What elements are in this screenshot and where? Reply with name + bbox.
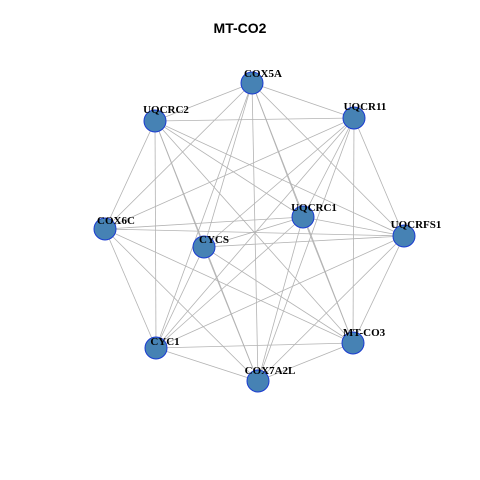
edge-uqcr11-cox6c: [104, 117, 355, 230]
edge-uqcrc1-mt-co3: [302, 216, 354, 344]
edge-cox6c-mt-co3: [104, 228, 354, 344]
edge-mt-co3-cox7a2l: [257, 342, 354, 382]
node-uqcr11: [342, 106, 366, 130]
edge-cox5a-cox7a2l: [251, 82, 259, 382]
edge-uqcrc1-cycs: [203, 216, 304, 248]
node-label-cox6c: COX6C: [97, 215, 135, 227]
edge-uqcr11-cox7a2l: [257, 117, 355, 382]
edge-uqcr11-uqcrfs1: [353, 117, 405, 237]
edge-uqcrc1-uqcrfs1: [302, 216, 405, 237]
node-cox7a2l: [246, 369, 270, 393]
edge-cox5a-uqcrc1: [251, 82, 304, 218]
edge-cycs-cyc1: [155, 246, 205, 349]
edge-uqcrfs1-mt-co3: [352, 235, 405, 344]
edge-uqcr11-mt-co3: [352, 117, 355, 344]
edge-uqcr11-cyc1: [155, 117, 355, 349]
edge-uqcr11-uqcrc1: [302, 117, 355, 218]
plot-title: MT-CO2: [213, 20, 267, 36]
node-label-cox5a: COX5A: [244, 68, 282, 80]
node-label-cycs: CYCS: [199, 234, 229, 246]
edge-layer: [104, 82, 405, 382]
node-cyc1: [144, 336, 168, 360]
edge-uqcrc2-cox6c: [104, 120, 156, 230]
edge-uqcrc2-cycs: [154, 120, 205, 248]
node-label-uqcrfs1: UQCRFS1: [391, 219, 442, 231]
edge-cycs-uqcrfs1: [203, 235, 405, 248]
edge-uqcrc1-cyc1: [155, 216, 304, 349]
edge-cycs-mt-co3: [203, 246, 354, 344]
node-uqcrfs1: [392, 224, 416, 248]
edge-uqcrc1-cox7a2l: [257, 216, 304, 382]
node-label-mt-co3: MT-CO3: [343, 327, 386, 339]
node-cox5a: [240, 71, 264, 95]
edge-mt-co3-cyc1: [155, 342, 354, 349]
edge-uqcrc2-uqcrfs1: [154, 120, 405, 237]
edge-cox5a-cox6c: [104, 82, 253, 230]
node-uqcrc1: [291, 205, 315, 229]
edge-cox5a-cyc1: [155, 82, 253, 349]
edge-cox5a-uqcrc2: [154, 82, 253, 122]
edge-uqcrc2-uqcr11: [154, 117, 355, 122]
edge-cyc1-cox7a2l: [155, 347, 259, 382]
edge-cox6c-uqcrfs1: [104, 228, 405, 237]
edge-uqcr11-cycs: [203, 117, 355, 248]
node-cycs: [192, 235, 216, 259]
node-label-uqcr11: UQCR11: [344, 101, 387, 113]
node-layer: [93, 71, 416, 393]
node-label-cox7a2l: COX7A2L: [245, 365, 296, 377]
edge-uqcrfs1-cox7a2l: [257, 235, 405, 382]
edge-uqcrc2-uqcrc1: [154, 120, 304, 218]
node-uqcrc2: [143, 109, 167, 133]
edge-cox6c-uqcrc1: [104, 216, 304, 230]
node-cox6c: [93, 217, 117, 241]
node-label-uqcrc2: UQCRC2: [143, 104, 189, 116]
node-label-cyc1: CYC1: [150, 336, 179, 348]
edge-cox5a-uqcrfs1: [251, 82, 405, 237]
edge-cox5a-uqcr11: [251, 82, 355, 119]
edge-uqcrfs1-cyc1: [155, 235, 405, 349]
edge-cox6c-cox7a2l: [104, 228, 259, 382]
edge-cox5a-cycs: [203, 82, 253, 248]
edge-cox6c-cyc1: [104, 228, 157, 349]
edge-uqcrc2-cyc1: [154, 120, 157, 349]
node-label-uqcrc1: UQCRC1: [291, 202, 337, 214]
node-mt-co3: [341, 331, 365, 355]
